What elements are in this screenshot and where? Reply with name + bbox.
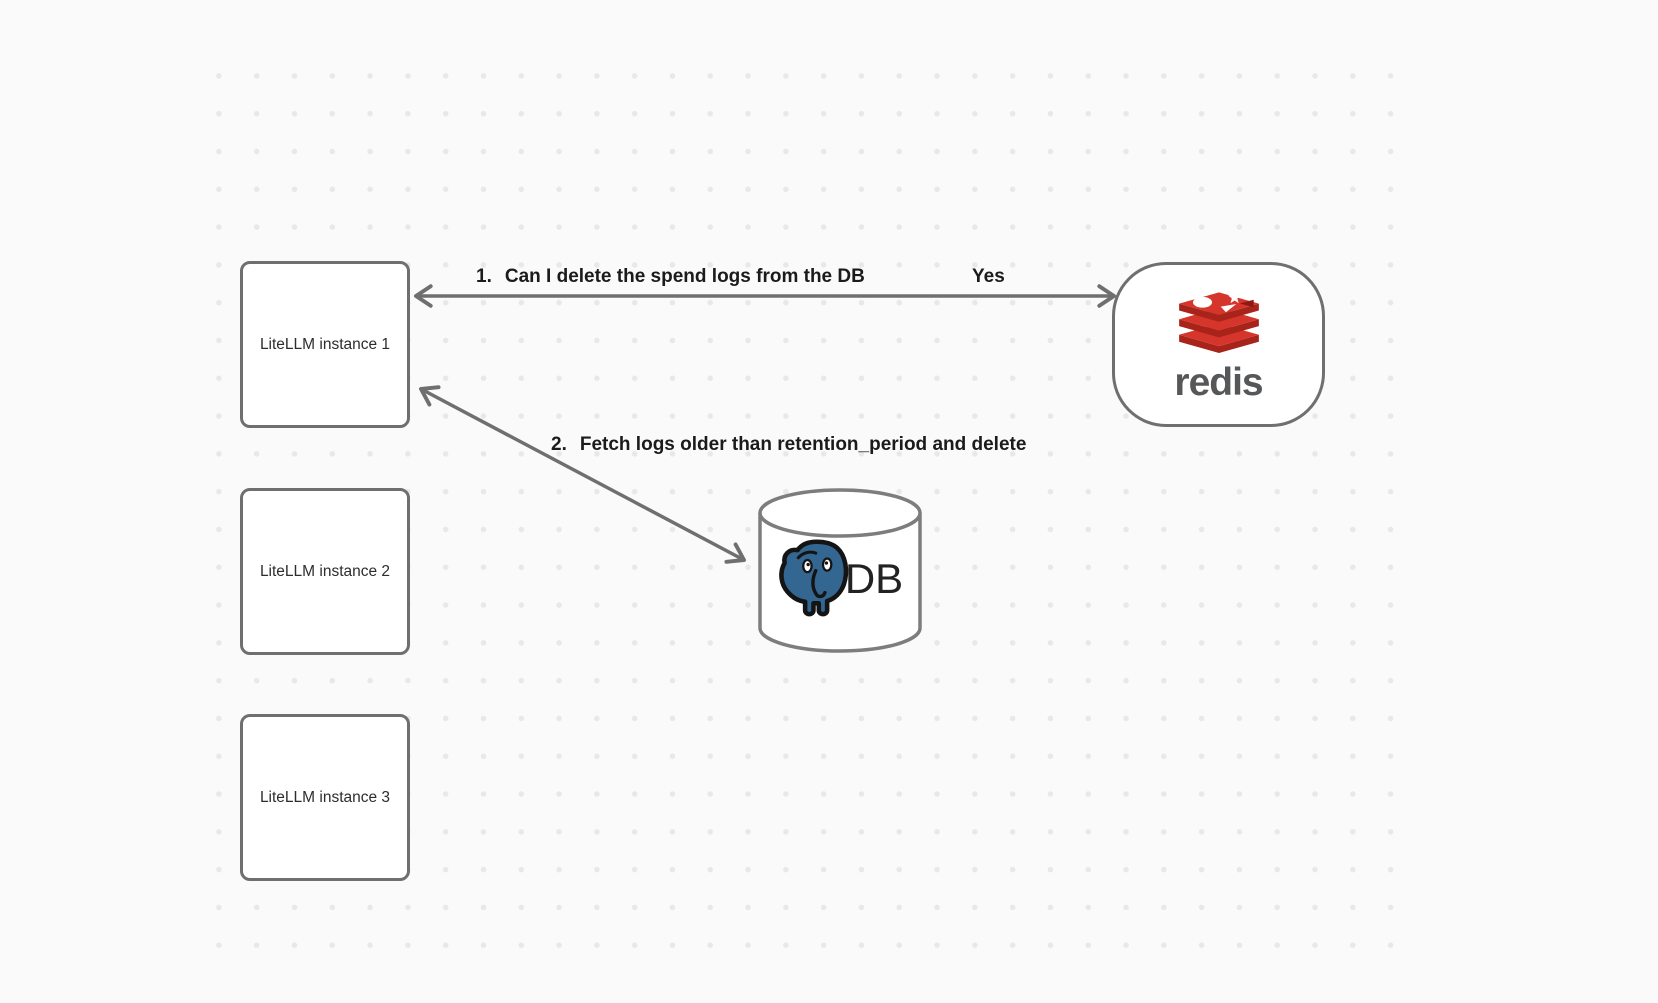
step2-text: Fetch logs older than retention_period a… [579,434,1027,455]
step1-text: Can I delete the spend logs from the DB [504,266,865,287]
step2-annotation[interactable]: 2. Fetch logs older than retention_perio… [551,434,1026,456]
litellm-instance-3-label: LiteLLM instance 3 [259,788,391,806]
litellm-instance-2-label: LiteLLM instance 2 [259,562,391,580]
litellm-instance-1-label: LiteLLM instance 1 [259,335,391,353]
litellm-instance-3-node[interactable]: LiteLLM instance 3 [240,714,410,881]
redis-wordmark: redis [1174,361,1263,404]
litellm-instance-2-node[interactable]: LiteLLM instance 2 [240,488,410,655]
postgres-db-node[interactable]: DB [756,487,924,655]
redis-logo-icon [1178,290,1259,353]
arrow-step2-bidirectional[interactable] [419,385,746,564]
step1-answer-text: Yes [972,266,1005,287]
postgresql-elephant-icon [778,539,849,617]
litellm-instance-1-node[interactable]: LiteLLM instance 1 [240,261,410,428]
step1-answer-annotation[interactable]: Yes [972,266,1005,288]
step1-number: 1. [476,266,492,287]
step1-annotation[interactable]: 1. Can I delete the spend logs from the … [476,266,865,288]
db-label: DB [844,555,904,602]
step2-number: 2. [551,434,567,455]
redis-node[interactable]: redis [1112,262,1325,427]
